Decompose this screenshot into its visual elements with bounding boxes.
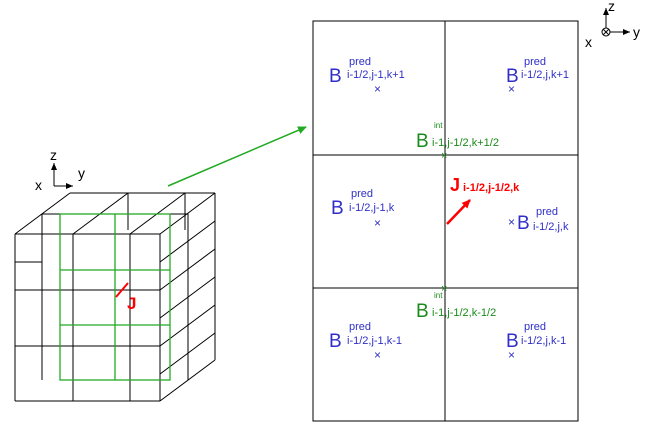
axes-3d: z x y: [35, 147, 85, 193]
pred-marker: ×: [374, 82, 381, 96]
svg-text:i-1/2,j,k+1: i-1/2,j,k+1: [521, 69, 569, 81]
int-point-bottom: × B int i-1,j-1/2,k-1/2: [416, 283, 496, 322]
int-point-top: B int i-1,j-1/2,k+1/2 ×: [416, 121, 499, 162]
svg-text:i-1/2,j-1,k+1: i-1/2,j-1,k+1: [347, 69, 405, 81]
zoom-grid: [312, 20, 579, 422]
svg-text:pred: pred: [524, 321, 546, 333]
axis-label-x: x: [35, 177, 42, 193]
svg-text:pred: pred: [536, 206, 558, 218]
svg-text:i-1/2,j-1,k-1: i-1/2,j-1,k-1: [347, 335, 402, 347]
svg-text:int: int: [434, 121, 443, 130]
pred-marker: ×: [508, 215, 515, 229]
svg-text:B: B: [416, 301, 429, 322]
svg-text:B: B: [506, 66, 519, 87]
svg-text:B: B: [331, 198, 344, 219]
zoom-arrow: [167, 126, 307, 187]
svg-text:B: B: [517, 213, 530, 234]
svg-text:i-1/2,j-1,k: i-1/2,j-1,k: [349, 202, 395, 214]
pred-cell-tr: B pred i-1/2,j,k+1 ×: [506, 56, 569, 96]
svg-text:i-1/2,j-1/2,k: i-1/2,j-1/2,k: [463, 182, 520, 194]
axis2d-label-x: x: [585, 34, 592, 50]
svg-text:i-1,j-1/2,k-1/2: i-1,j-1/2,k-1/2: [432, 307, 496, 319]
svg-text:i-1/2,j,k-1: i-1/2,j,k-1: [521, 335, 566, 347]
axis-label-y: y: [78, 165, 85, 181]
axis2d-label-z: z: [608, 0, 615, 14]
svg-text:int: int: [434, 291, 443, 300]
axes-2d: z x y: [585, 0, 640, 50]
svg-text:B: B: [416, 131, 429, 152]
pred-cell-bl: B pred i-1/2,j-1,k-1 ×: [329, 321, 402, 362]
svg-text:B: B: [329, 66, 342, 87]
pred-cell-mr: × B pred i-1/2,j,k: [508, 206, 569, 234]
svg-text:pred: pred: [351, 188, 373, 200]
svg-text:pred: pred: [349, 321, 371, 333]
pred-marker: ×: [508, 348, 515, 362]
axis2d-label-y: y: [633, 24, 640, 40]
svg-text:B: B: [329, 331, 342, 352]
pred-cell-ml: B pred i-1/2,j-1,k ×: [331, 188, 395, 230]
int-marker: ×: [441, 150, 447, 162]
int-marker: ×: [441, 283, 447, 295]
svg-text:J: J: [450, 175, 460, 195]
pred-marker: ×: [374, 216, 381, 230]
cube-highlight: [59, 213, 171, 381]
pred-cell-br: B pred i-1/2,j,k-1 ×: [506, 321, 566, 362]
cube-current-label: J: [127, 294, 136, 313]
pred-cell-tl: B pred i-1/2,j-1,k+1 ×: [329, 56, 405, 96]
current-vector: J i-1/2,j-1/2,k: [446, 175, 520, 225]
svg-text:pred: pred: [349, 56, 371, 68]
svg-text:i-1/2,j,k: i-1/2,j,k: [533, 221, 569, 233]
cube-current: J: [115, 282, 136, 313]
pred-marker: ×: [508, 82, 515, 96]
axis-label-z: z: [50, 147, 57, 163]
pred-marker: ×: [374, 348, 381, 362]
svg-text:B: B: [506, 331, 519, 352]
svg-text:i-1,j-1/2,k+1/2: i-1,j-1/2,k+1/2: [432, 137, 499, 149]
svg-text:pred: pred: [524, 56, 546, 68]
